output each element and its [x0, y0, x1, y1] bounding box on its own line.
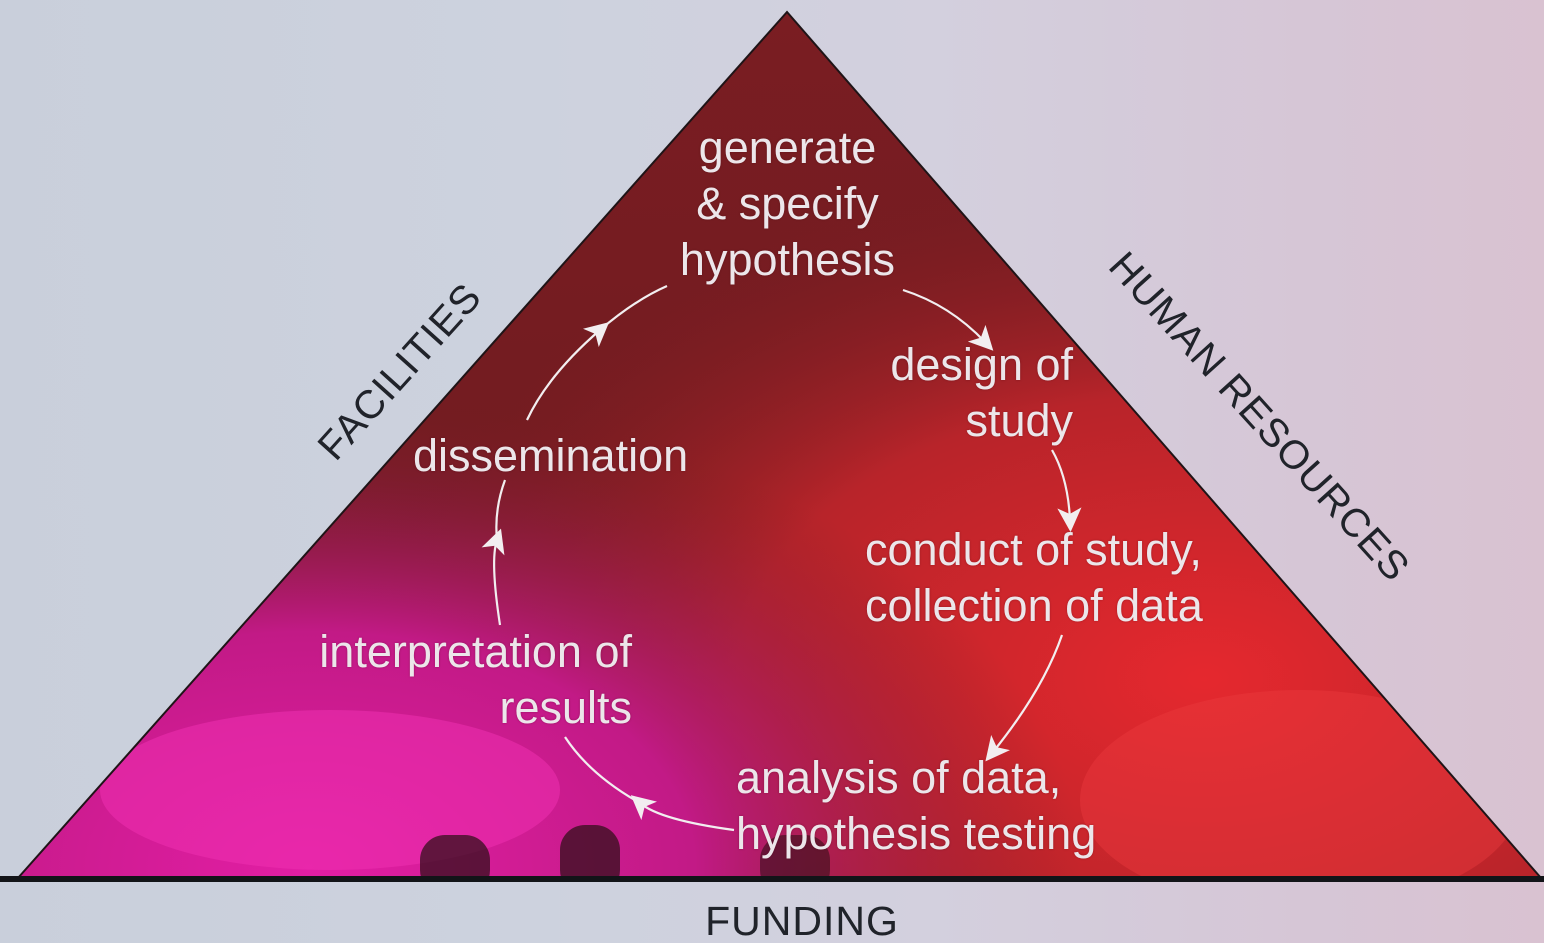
- base-line: [0, 876, 1544, 882]
- stage-generate-hypothesis: generate & specify hypothesis: [679, 122, 896, 285]
- stage-interpretation-of-results: interpretation of results: [319, 626, 632, 733]
- arrow-to-interpretation-head: [630, 795, 735, 832]
- stage-analysis-of-data: analysis of data, hypothesis testing: [736, 752, 1097, 859]
- arrow-to-design: [902, 288, 994, 351]
- arrow-to-generate-head: [526, 322, 610, 421]
- stage-dissemination: dissemination: [413, 430, 689, 481]
- cycle-arrows: [481, 284, 1082, 832]
- arrow-to-dissemination-tail: [495, 479, 507, 541]
- arrow-to-generate-tail: [599, 284, 668, 331]
- arrow-to-conduct: [1051, 449, 1082, 533]
- stage-conduct-of-study: conduct of study, collection of data: [865, 524, 1203, 631]
- stage-design-of-study: design of study: [890, 339, 1073, 446]
- arrow-to-analysis: [985, 634, 1064, 762]
- base-label-funding: FUNDING: [705, 898, 899, 943]
- arrow-to-interpretation-tail: [564, 736, 641, 804]
- arrow-to-dissemination: [481, 528, 505, 626]
